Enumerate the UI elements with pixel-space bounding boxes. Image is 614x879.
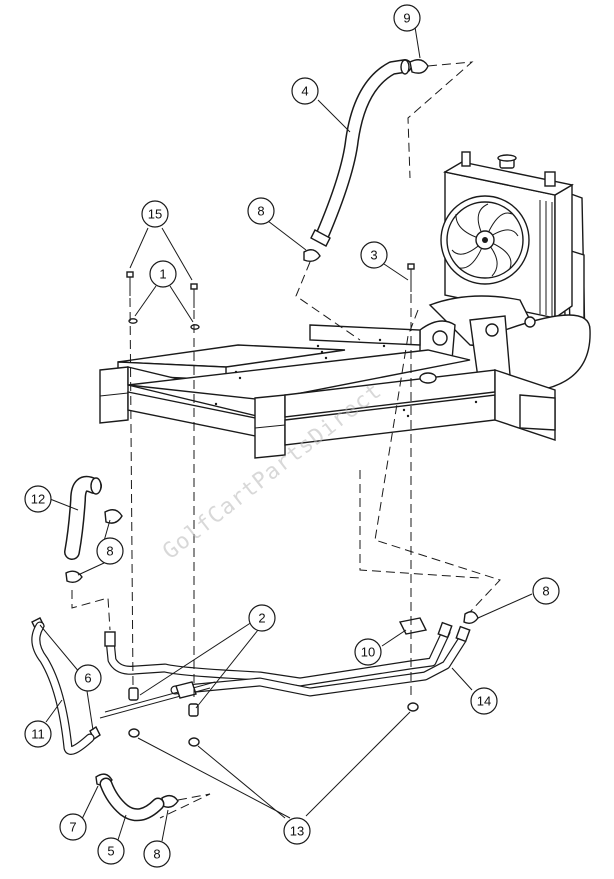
svg-text:5: 5: [107, 844, 114, 859]
svg-text:15: 15: [148, 207, 162, 222]
svg-text:14: 14: [477, 694, 491, 709]
tube-bracket: [175, 617, 428, 699]
svg-text:2: 2: [258, 611, 265, 626]
washer: [128, 318, 200, 330]
callout-14[interactable]: 14: [470, 687, 498, 715]
callout-7[interactable]: 7: [59, 813, 87, 841]
bolt: [126, 263, 415, 308]
callout-9[interactable]: 9: [393, 4, 421, 32]
coolant-tube: [99, 621, 471, 719]
callout-5[interactable]: 5: [97, 837, 125, 865]
svg-text:8: 8: [257, 204, 264, 219]
svg-text:10: 10: [361, 645, 375, 660]
svg-text:7: 7: [69, 820, 76, 835]
callout-15[interactable]: 15: [141, 200, 169, 228]
bypass-hose: [64, 475, 102, 560]
upper-hose: [310, 59, 412, 247]
callout-13[interactable]: 13: [283, 817, 311, 845]
leader-lines: [39, 26, 533, 844]
radiator-assembly: [419, 151, 591, 391]
callout-8-upper[interactable]: 8: [247, 197, 275, 225]
callout-8-lower[interactable]: 8: [143, 840, 171, 868]
svg-text:8: 8: [542, 584, 549, 599]
callout-6[interactable]: 6: [74, 664, 102, 692]
svg-text:12: 12: [31, 492, 45, 507]
svg-text:6: 6: [84, 671, 91, 686]
lower-hose: [31, 621, 165, 822]
svg-text:4: 4: [301, 84, 308, 99]
svg-text:1: 1: [159, 267, 166, 282]
callout-10[interactable]: 10: [354, 638, 382, 666]
callout-1[interactable]: 1: [149, 260, 177, 288]
callout-11[interactable]: 11: [24, 720, 52, 748]
svg-text:3: 3: [370, 248, 377, 263]
nut: [128, 687, 419, 747]
alignment-lines: [71, 61, 501, 819]
svg-text:8: 8: [106, 544, 113, 559]
svg-text:8: 8: [153, 847, 160, 862]
callout-8-right[interactable]: 8: [532, 577, 560, 605]
callout-2[interactable]: 2: [248, 604, 276, 632]
svg-text:11: 11: [31, 727, 45, 742]
callout-8-bypass[interactable]: 8: [96, 537, 124, 565]
svg-text:13: 13: [290, 824, 304, 839]
frame-rails: [99, 324, 556, 459]
callout-3[interactable]: 3: [360, 241, 388, 269]
callout-4[interactable]: 4: [291, 77, 319, 105]
svg-text:9: 9: [403, 11, 410, 26]
callout-12[interactable]: 12: [24, 485, 52, 513]
